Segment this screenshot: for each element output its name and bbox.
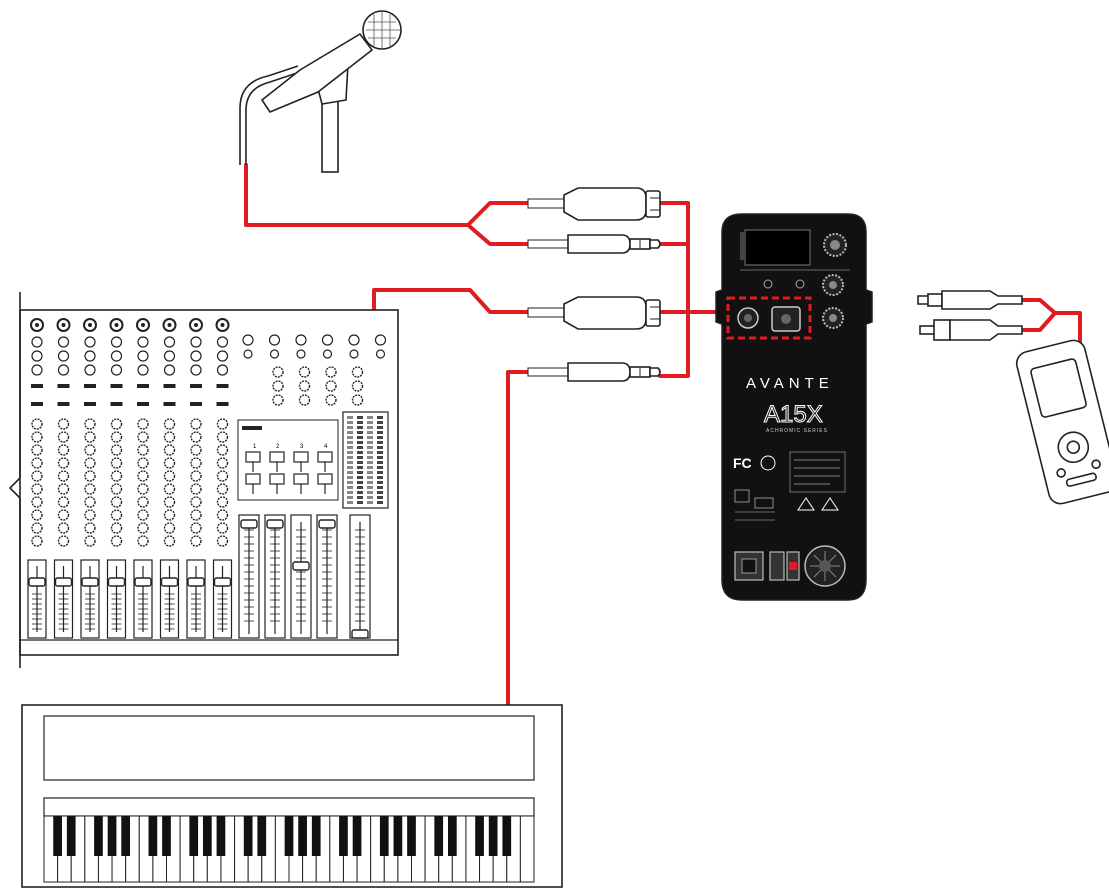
xlr-connector-icon (527, 296, 661, 330)
mini-jack-icon (917, 290, 1023, 310)
mixer-channel-number-1: 1 (253, 444, 257, 450)
mixer-channel-number-2: 2 (276, 444, 280, 450)
speaker-series: ACHROMIC SERIES (766, 428, 828, 434)
xlr-connector-icon (527, 187, 661, 221)
cables (244, 163, 1082, 707)
media-player-cable-branch (1020, 311, 1057, 332)
input-bus-cable (658, 201, 690, 378)
media-player-cable (1020, 298, 1082, 348)
trs-connector-icon (527, 362, 661, 382)
speaker-brand: AVANTE (746, 375, 834, 392)
mic-cable (244, 163, 532, 227)
speaker-model: A15X (764, 401, 823, 428)
keyboard-icon (21, 704, 563, 888)
keyboard-cable (506, 370, 532, 707)
mixer-channel-number-3: 3 (300, 444, 304, 450)
mic-cable-branch (466, 223, 532, 246)
rca-connector-icon (919, 319, 1023, 341)
trs-connector-icon (527, 234, 661, 254)
mixer-channel-number-4: 4 (324, 444, 328, 450)
fc-mark: FC (733, 455, 752, 471)
speaker-icon: AVANTE A15X ACHROMIC SERIES FC (715, 213, 873, 601)
microphone-icon (239, 10, 402, 173)
mixer-output-cable (372, 288, 532, 314)
mixer-icon: 1 2 3 4 (8, 292, 399, 668)
media-player-icon (1015, 339, 1109, 505)
input-highlight (726, 296, 812, 340)
